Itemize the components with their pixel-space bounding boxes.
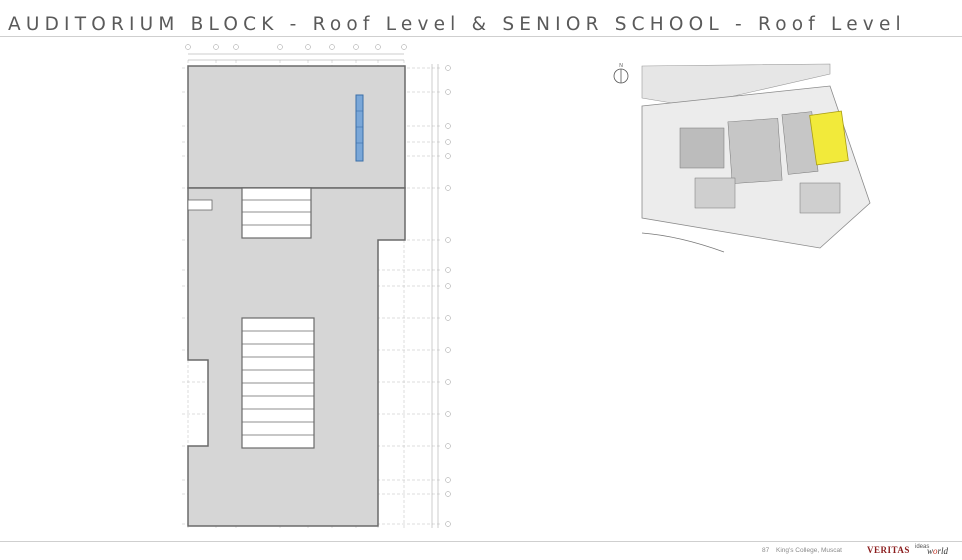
ideas-world-logo: world (927, 546, 949, 556)
access-road-curve (641, 232, 725, 253)
footer-divider (0, 541, 962, 542)
veritas-logo: VERITAS (867, 545, 910, 555)
grid-bubbles-top (185, 44, 407, 50)
north-arrow-icon: N (613, 63, 629, 84)
upper-skylight (241, 187, 312, 239)
north-label: N (619, 63, 623, 69)
highlighted-building (809, 110, 849, 166)
site-key-map: N (613, 63, 871, 253)
upper-roof-block (187, 65, 406, 189)
road-band (641, 63, 831, 107)
solar-panel-dividers (356, 110, 363, 144)
building-block-2 (727, 118, 783, 184)
building-block-1 (679, 127, 725, 169)
solar-panel-strip (355, 94, 364, 162)
top-dimension-strip (188, 53, 404, 61)
lower-skylight (241, 317, 315, 449)
page-title: AUDITORIUM BLOCK - Roof Level & SENIOR S… (8, 14, 906, 35)
roof-plan-drawing (182, 44, 451, 528)
page-number: 87 (762, 547, 770, 554)
building-block-4 (694, 177, 736, 209)
right-dimension-strip (431, 64, 439, 528)
grid-bubbles-right (445, 65, 451, 527)
footer: 87 King's College, Muscat VERITAS ideas … (0, 544, 962, 558)
ideas-world-logo-prefix: ideas (915, 544, 930, 550)
building-block-5 (799, 182, 841, 214)
left-notch (187, 199, 213, 211)
school-name: King's College, Muscat (776, 547, 842, 554)
title-divider (0, 36, 962, 37)
